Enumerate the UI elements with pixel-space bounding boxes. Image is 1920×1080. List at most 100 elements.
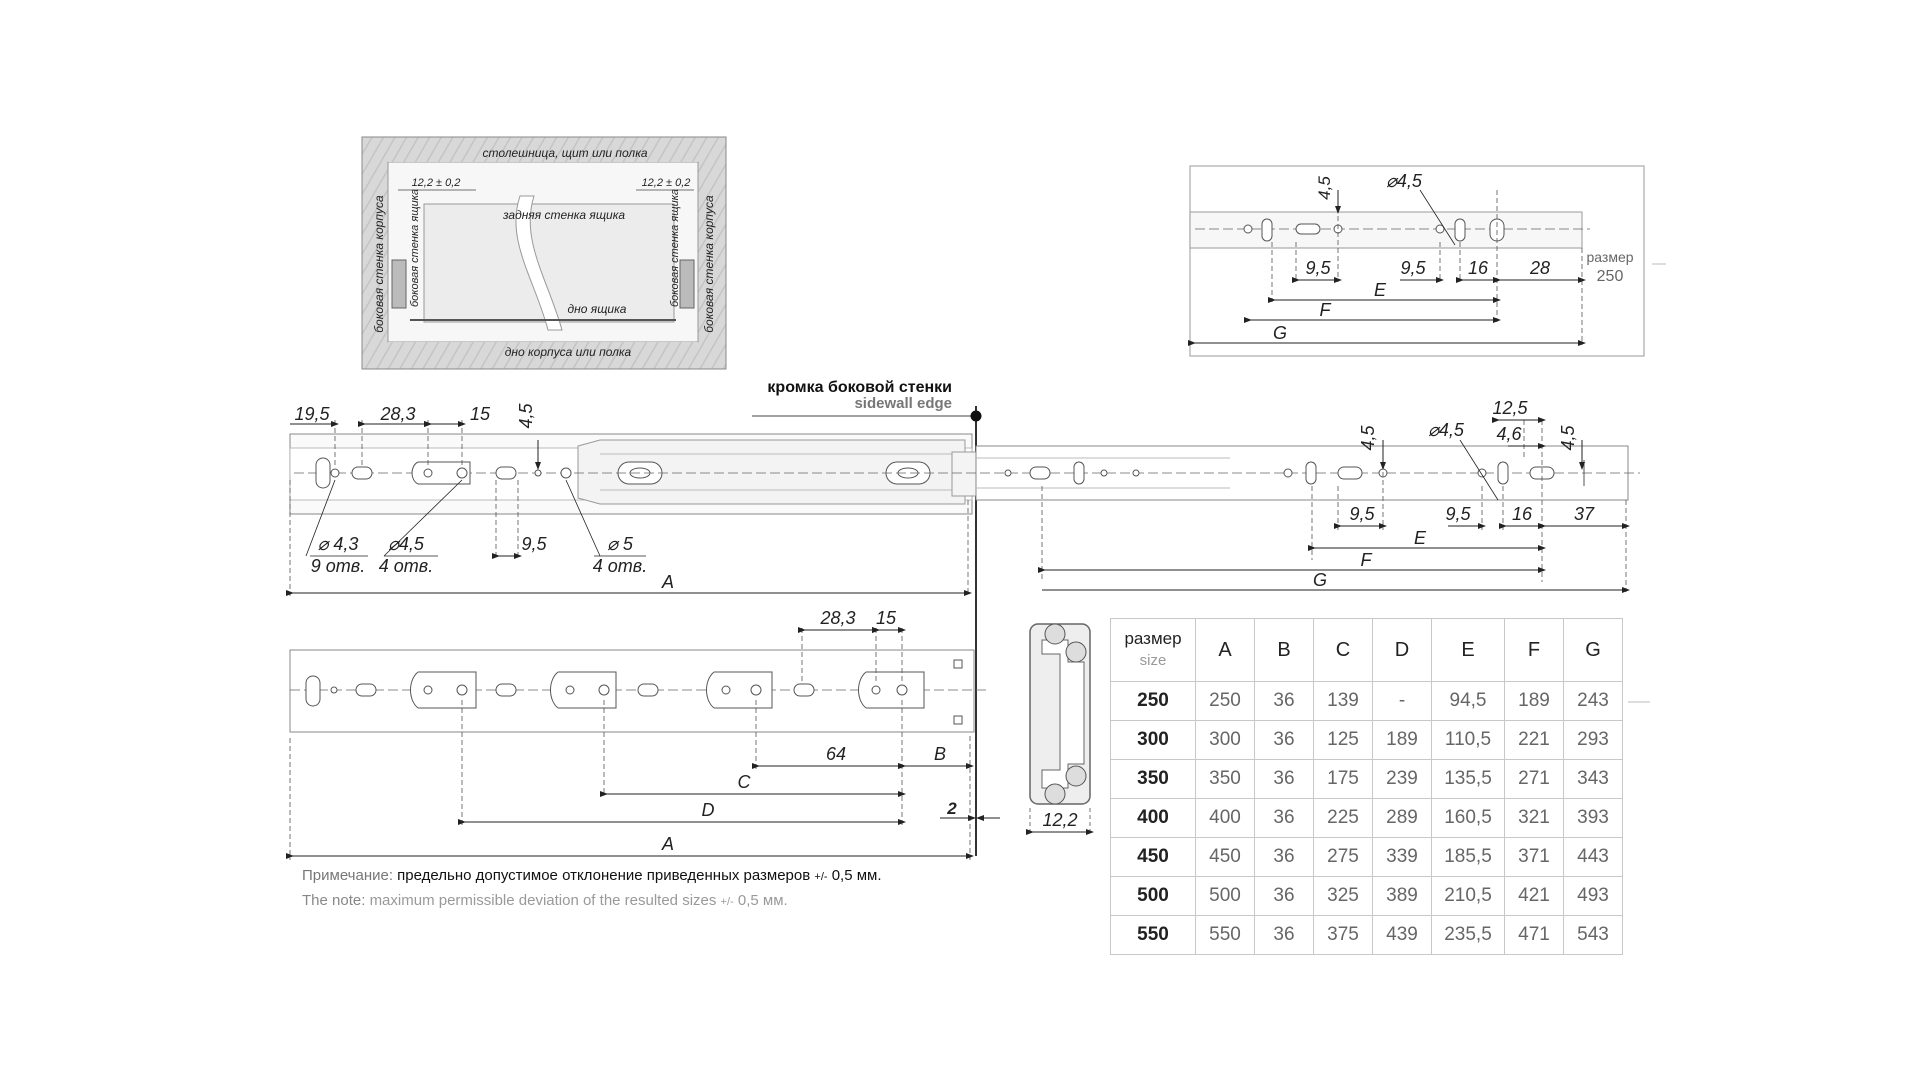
note-ru: Примечание: предельно допустимое отклоне…	[302, 864, 882, 889]
row-size: 350	[1110, 759, 1196, 799]
top-rail-dim-4-5: 4,5	[516, 403, 536, 429]
bottom-rail-dim-b: B	[934, 744, 946, 764]
bottom-rail-dim-64: 64	[826, 744, 846, 764]
table-cell: 135,5	[1431, 759, 1505, 799]
table-cell: 289	[1372, 798, 1432, 838]
detail-size-label: размер	[1586, 249, 1633, 265]
ext-rail-dim-4-5-b: 4,5	[1558, 425, 1578, 451]
table-cell: 371	[1504, 837, 1564, 877]
detail-frame	[1188, 165, 1666, 357]
detail-size-value: 250	[1597, 268, 1624, 285]
bottom-rail-dim-c: C	[738, 772, 752, 792]
table-cell: 36	[1254, 876, 1314, 916]
sidewall-edge-ru: кромка боковой стенки	[767, 379, 952, 396]
note-ru-pm: +/-	[814, 871, 828, 883]
inset-gap-left: 12,2 ± 0,2	[412, 177, 461, 189]
table-row: 300 300 36 125 189 110,5 221 293	[1110, 720, 1623, 760]
table-row: 350 350 36 175 239 135,5 271 343	[1110, 759, 1623, 799]
inset-top-label: столешница, щит или полка	[482, 146, 647, 160]
ext-rail-dim-9-5-b: 9,5	[1445, 504, 1471, 524]
bottom-rail-dim-d: D	[702, 800, 715, 820]
table-cell: 300	[1195, 720, 1255, 760]
table-cell: 271	[1504, 759, 1564, 799]
table-cell: 225	[1313, 798, 1373, 838]
table-cell: 321	[1504, 798, 1564, 838]
tolerance-note: Примечание: предельно допустимое отклоне…	[302, 864, 882, 914]
table-cell: -	[1372, 681, 1432, 721]
top-rail-hole-4-5: ⌀4,5	[388, 534, 425, 554]
col-header-g: G	[1563, 618, 1623, 682]
inset-cabinet-wall-left: боковая стенка корпуса	[372, 195, 386, 333]
table-cell: 493	[1563, 876, 1623, 916]
bottom-rail-dim-a: A	[661, 834, 674, 854]
bottom-rail	[286, 627, 1000, 860]
table-cell: 400	[1195, 798, 1255, 838]
note-en-text: maximum permissible deviation of the res…	[369, 892, 717, 909]
col-header-e: E	[1431, 618, 1505, 682]
table-row: 550 550 36 375 439 235,5 471 543	[1110, 915, 1623, 955]
table-cell: 443	[1563, 837, 1623, 877]
note-en-pm: +/-	[720, 896, 734, 908]
size-table: размер size A B C D E F G 250 250 36 139…	[1110, 618, 1623, 955]
table-cell: 439	[1372, 915, 1432, 955]
ext-rail-dim-4-5-a: 4,5	[1358, 425, 1378, 451]
sidewall-edge-en: sidewall edge	[854, 395, 952, 412]
table-cell: 293	[1563, 720, 1623, 760]
col-header-a: A	[1195, 618, 1255, 682]
inset-drawer-wall-right: боковая стенка ящика	[669, 189, 681, 307]
note-ru-label: Примечание:	[302, 867, 393, 884]
detail-dim-e: E	[1374, 280, 1387, 300]
table-cell: 185,5	[1431, 837, 1505, 877]
ext-rail-dim-16: 16	[1512, 504, 1533, 524]
note-en-value: 0,5 мм.	[737, 892, 788, 909]
table-cell: 94,5	[1431, 681, 1505, 721]
ext-rail-dim-e: E	[1414, 528, 1427, 548]
table-cell: 139	[1313, 681, 1373, 721]
size-header-en: size	[1139, 652, 1167, 669]
table-cell: 36	[1254, 759, 1314, 799]
detail-dim-4-5: 4,5	[1315, 176, 1334, 200]
table-cell: 235,5	[1431, 915, 1505, 955]
table-cell: 175	[1313, 759, 1373, 799]
ext-rail-dim-4-6: 4,6	[1496, 424, 1522, 444]
table-cell: 36	[1254, 681, 1314, 721]
note-ru-value: 0,5 мм.	[831, 867, 882, 884]
inset-drawer-wall-left: боковая стенка ящика	[409, 189, 421, 307]
top-rail-hole-5: ⌀ 5	[607, 534, 634, 554]
table-row: 500 500 36 325 389 210,5 421 493	[1110, 876, 1623, 916]
row-size: 250	[1110, 681, 1196, 721]
bottom-rail-dim-15: 15	[876, 608, 897, 628]
table-cell: 393	[1563, 798, 1623, 838]
table-cell: 275	[1313, 837, 1373, 877]
ext-rail-dim-9-5-a: 9,5	[1349, 504, 1375, 524]
table-cell: 189	[1504, 681, 1564, 721]
table-cell: 239	[1372, 759, 1432, 799]
bottom-rail-dim-28-3: 28,3	[819, 608, 855, 628]
top-rail	[286, 420, 1000, 596]
table-row: 450 450 36 275 339 185,5 371 443	[1110, 837, 1623, 877]
detail-dim-9-5-b: 9,5	[1400, 258, 1426, 278]
table-cell: 339	[1372, 837, 1432, 877]
detail-dim-9-5-a: 9,5	[1305, 258, 1331, 278]
top-rail-hole-5-count: 4 отв.	[593, 556, 647, 576]
top-rail-dim-a: A	[661, 572, 674, 592]
table-cell: 36	[1254, 915, 1314, 955]
inset-bottom-label: дно корпуса или полка	[505, 345, 632, 359]
table-cell: 325	[1313, 876, 1373, 916]
top-rail-hole-4-3: ⌀ 4,3	[318, 534, 359, 554]
top-rail-dim-15: 15	[470, 404, 491, 424]
col-header-b: B	[1254, 618, 1314, 682]
detail-dim-28: 28	[1529, 258, 1550, 278]
col-header-c: C	[1313, 618, 1373, 682]
col-header-f: F	[1504, 618, 1564, 682]
ext-rail-hole-diameter: ⌀4,5	[1428, 420, 1465, 440]
row-size: 500	[1110, 876, 1196, 916]
table-cell: 110,5	[1431, 720, 1505, 760]
row-size: 450	[1110, 837, 1196, 877]
row-size: 550	[1110, 915, 1196, 955]
inset-gap-right: 12,2 ± 0,2	[642, 177, 691, 189]
table-cell: 375	[1313, 915, 1373, 955]
note-ru-text: предельно допустимое отклонение приведен…	[397, 867, 811, 884]
table-cell: 389	[1372, 876, 1432, 916]
